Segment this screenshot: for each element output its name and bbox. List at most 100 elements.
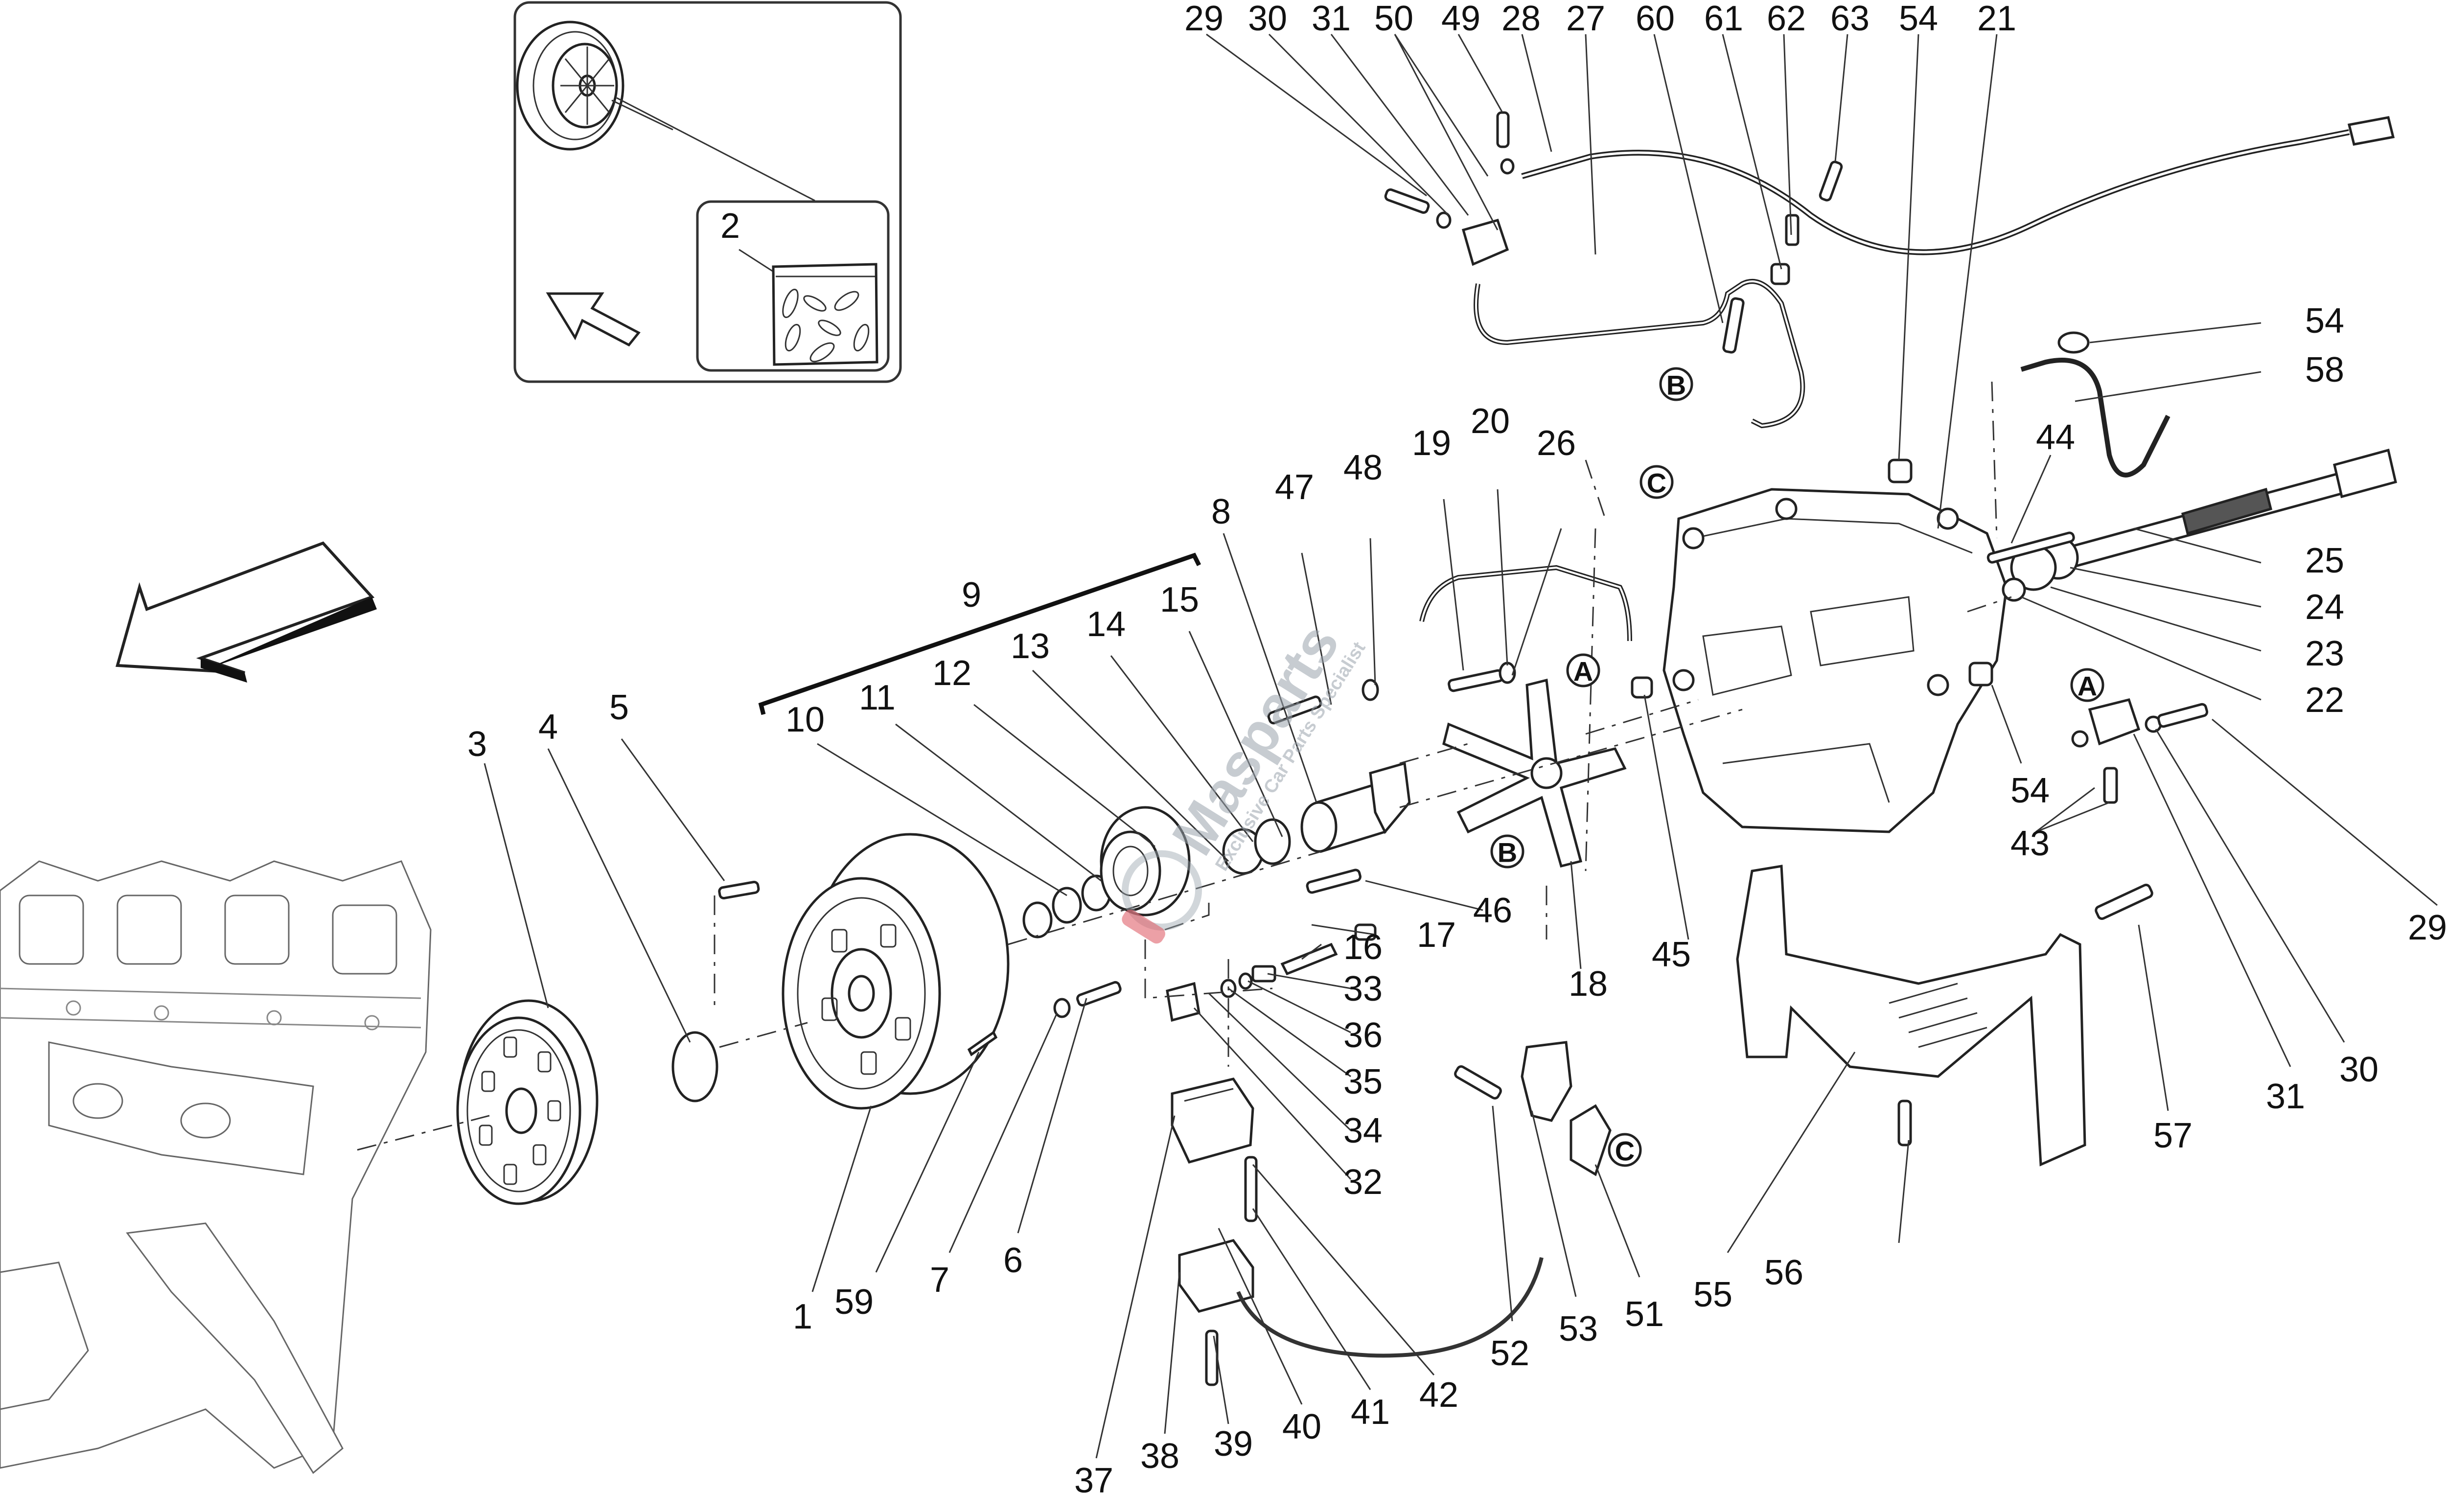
washer-62 xyxy=(1785,214,1800,246)
part-label-29: 29 xyxy=(2408,908,2447,947)
engine-block xyxy=(0,860,432,1474)
inset-panel: 2 xyxy=(513,1,902,383)
part-label-6: 6 xyxy=(1003,1241,1023,1280)
watermark-logo-accent xyxy=(1122,909,1165,944)
part-label-37: 37 xyxy=(1074,1461,1113,1500)
inset-leader xyxy=(611,99,673,131)
hose-end-fitting xyxy=(2347,116,2395,146)
flywheel xyxy=(456,999,599,1205)
washer-30 xyxy=(1436,211,1452,229)
support-bracket xyxy=(1736,865,2086,1167)
bracket-38 xyxy=(1178,1239,1254,1313)
part-label-27: 27 xyxy=(1566,0,1605,38)
bushing-54 xyxy=(1888,458,1913,483)
part-label-63: 63 xyxy=(1830,0,1870,38)
bolt-5 xyxy=(718,881,760,900)
part-label-15: 15 xyxy=(1160,580,1199,619)
bolt-41 xyxy=(1244,1156,1258,1222)
part-label-25: 25 xyxy=(2305,541,2344,580)
inset-direction-arrow-icon xyxy=(546,292,641,347)
part-label-59: 59 xyxy=(834,1283,874,1322)
part-label-53: 53 xyxy=(1559,1309,1598,1349)
parts-bag-icon xyxy=(772,263,878,366)
reference-marker-c: C xyxy=(1639,465,1674,499)
ref-letter: C xyxy=(1647,468,1666,499)
part-label-39: 39 xyxy=(1214,1424,1253,1464)
hydraulic-unit xyxy=(1171,1077,1254,1164)
part-label-2: 2 xyxy=(720,206,740,246)
reference-marker-b: B xyxy=(1659,367,1693,401)
part-label-7: 7 xyxy=(930,1260,949,1300)
bracket-32 xyxy=(1166,965,1276,1022)
bolt-60 xyxy=(1722,297,1745,354)
bolt-19 xyxy=(1448,669,1504,692)
inset-leader xyxy=(616,97,815,202)
bolt-56 xyxy=(1897,1100,1912,1146)
part-label-52: 52 xyxy=(1490,1334,1529,1373)
bleeder-block xyxy=(2071,698,2209,804)
group-bracket-9 xyxy=(758,552,1201,715)
bushing-54 xyxy=(2057,331,2090,354)
part-label-56: 56 xyxy=(1764,1253,1803,1292)
part-label-1: 1 xyxy=(793,1297,812,1336)
part-label-21: 21 xyxy=(1977,0,2016,38)
inset-clutch-icon xyxy=(516,21,624,151)
part-label-24: 24 xyxy=(2305,588,2344,627)
bolt-6 xyxy=(1076,981,1122,1007)
part-label-28: 28 xyxy=(1501,0,1541,38)
part-label-19: 19 xyxy=(1412,424,1451,463)
bracket-51 xyxy=(1570,1104,1612,1176)
part-label-46: 46 xyxy=(1473,891,1512,930)
hose-28 xyxy=(1521,129,2350,255)
part-label-3: 3 xyxy=(467,725,487,764)
part-label-54: 54 xyxy=(2305,301,2344,341)
sensor-53 xyxy=(1521,1041,1572,1122)
washer-7 xyxy=(1053,998,1071,1018)
spring-16 xyxy=(1280,942,1338,976)
part-label-13: 13 xyxy=(1011,627,1050,666)
reference-marker-c: C xyxy=(1608,1133,1642,1167)
rod-44 xyxy=(1986,531,2075,564)
bell-housing xyxy=(1662,488,2008,833)
part-label-16: 16 xyxy=(1343,928,1383,967)
bolt-49 xyxy=(1496,111,1510,148)
part-label-11: 11 xyxy=(859,678,896,717)
bolt-29 xyxy=(1384,188,1430,214)
leader-lines xyxy=(484,33,2438,1459)
part-label-42: 42 xyxy=(1419,1375,1458,1415)
slave-cylinder xyxy=(1300,761,1411,853)
part-label-31: 31 xyxy=(2266,1077,2305,1116)
reference-marker-b: B xyxy=(1490,834,1524,869)
part-label-50: 50 xyxy=(1374,0,1413,38)
part-label-44: 44 xyxy=(2036,418,2075,457)
fitting-block xyxy=(1461,218,1509,266)
part-label-30: 30 xyxy=(1248,0,1287,38)
part-label-38: 38 xyxy=(1140,1437,1179,1476)
bolt-52 xyxy=(1454,1065,1502,1100)
part-label-41: 41 xyxy=(1351,1393,1390,1432)
part-label-47: 47 xyxy=(1275,468,1314,507)
part-label-30: 30 xyxy=(2339,1050,2378,1089)
reference-marker-a: A xyxy=(2070,668,2104,702)
part-label-18: 18 xyxy=(1569,964,1608,1004)
clutch-assembly xyxy=(782,833,1010,1110)
ref-letter: A xyxy=(2078,671,2097,702)
part-label-45: 45 xyxy=(1652,935,1691,974)
ref-letter: A xyxy=(1573,656,1593,687)
washer-50 xyxy=(1500,158,1515,175)
part-label-14: 14 xyxy=(1086,605,1126,644)
part-label-4: 4 xyxy=(538,708,558,747)
part-label-58: 58 xyxy=(2305,350,2344,389)
part-labels: 29 30 31 50 49 28 27 60 61 62 63 54 21 5… xyxy=(467,0,2447,1500)
part-label-43: 43 xyxy=(2010,824,2050,863)
part-label-54: 54 xyxy=(1899,0,1938,38)
part-label-20: 20 xyxy=(1471,402,1510,441)
part-label-10: 10 xyxy=(785,700,825,739)
bolt-57 xyxy=(2095,883,2153,920)
hose-28-highlight xyxy=(1522,131,2350,253)
reference-marker-a: A xyxy=(1566,653,1600,687)
part-label-26: 26 xyxy=(1537,424,1576,463)
part-label-54: 54 xyxy=(2010,771,2050,810)
part-label-23: 23 xyxy=(2305,634,2344,673)
